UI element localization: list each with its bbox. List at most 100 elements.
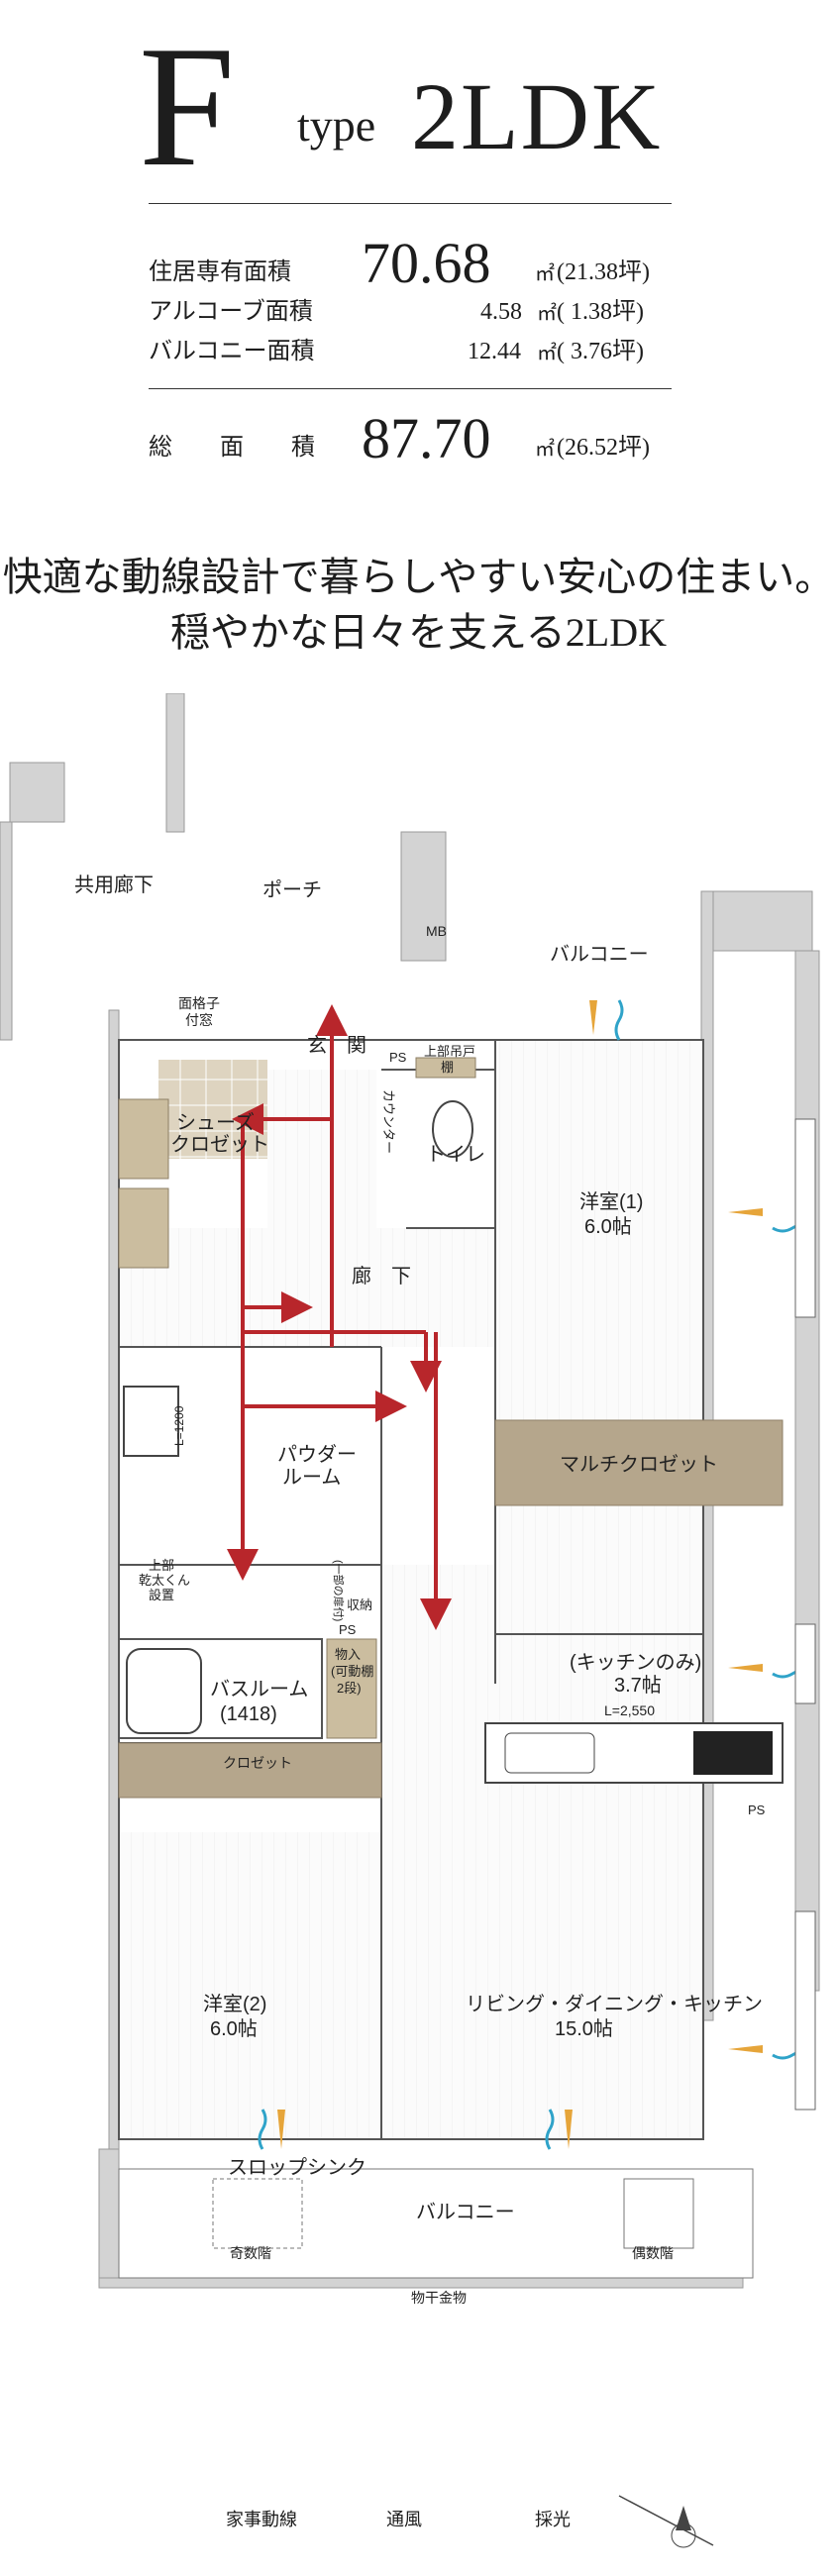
label-storage-small: 収納 — [347, 1597, 372, 1612]
label-toilet: トイレ — [426, 1144, 485, 1166]
odd-floor-hatch — [212, 2178, 303, 2249]
label-dryer-1: 上部 — [149, 1558, 174, 1573]
label-kitchen-1: (キッチンのみ) — [570, 1652, 701, 1674]
label-storeroom-3: 2段) — [337, 1681, 362, 1696]
total-label: 総 面 積 — [149, 434, 315, 461]
label-closet: クロゼット — [223, 1755, 292, 1771]
multi-closet-fill — [494, 1419, 784, 1506]
light-markers — [277, 1000, 763, 2149]
label-dryer-2: 乾太くん — [139, 1573, 190, 1588]
total-unit: ㎡ — [535, 439, 555, 461]
area-row-alcove: アルコーブ面積 4.58 ㎡ ( 1.38坪) — [149, 292, 674, 332]
area-row-private: 住居専有面積 70.68 ㎡ (21.38坪) — [149, 233, 674, 292]
shelf1-fill — [118, 1098, 169, 1180]
shelf2-fill — [118, 1187, 169, 1269]
label-counter: カウンター — [381, 1089, 396, 1154]
label-ps-b: PS — [748, 1803, 766, 1817]
label-porch: ポーチ — [262, 878, 322, 901]
bathtub — [126, 1648, 202, 1734]
header-divider — [149, 203, 672, 204]
label-multi-closet: マルチクロゼット — [560, 1453, 718, 1476]
label-mb: MB — [426, 923, 447, 939]
area-value: 12.44 — [468, 339, 521, 364]
window-right-3 — [794, 1910, 816, 2111]
label-bathroom-2: (1418) — [220, 1703, 277, 1725]
area-unit: ㎡ — [535, 263, 555, 285]
kitchen-stove — [693, 1731, 773, 1775]
label-grille-window-1: 面格子 — [178, 995, 220, 1011]
catchcopy-line2: 穏やかな日々を支える2LDK — [169, 610, 667, 655]
label-balcony-top: バルコニー — [550, 944, 649, 966]
legend-light-label: 採光 — [535, 2510, 571, 2529]
area-row-balcony: バルコニー面積 12.44 ㎡ ( 3.76坪) — [149, 332, 674, 371]
area-unit: ㎡ — [537, 343, 557, 364]
compass-icon — [618, 2495, 714, 2548]
type-word: type — [297, 100, 376, 151]
label-ps-c: PS — [339, 1622, 357, 1637]
storeroom-fill — [326, 1638, 377, 1739]
closet-fill — [118, 1742, 382, 1799]
label-hallway: 廊 下 — [352, 1265, 411, 1288]
area-tsubo: ( 1.38坪) — [557, 299, 644, 325]
label-entrance: 玄 関 — [307, 1034, 366, 1057]
legend-route-label: 家事動線 — [226, 2510, 297, 2529]
label-storeroom-2: (可動棚 — [331, 1664, 373, 1679]
label-upper-cabinet-2: 棚 — [441, 1060, 454, 1075]
label-upper-cabinet-1: 上部吊戸 — [424, 1044, 475, 1059]
label-slop-sink: スロップシンク — [228, 2156, 366, 2179]
label-grille-window-2: 付窓 — [185, 1012, 213, 1028]
label-l1200: L=1200 — [172, 1405, 186, 1446]
label-ldk-name: リビング・ダイニング・キッチン — [466, 1993, 763, 2015]
label-powder-1: パウダー — [277, 1443, 357, 1466]
washbasin — [123, 1386, 179, 1457]
label-kitchen-len: L=2,550 — [604, 1702, 655, 1718]
label-western2-size: 6.0帖 — [210, 2017, 258, 2040]
label-dryer-3: 設置 — [149, 1588, 174, 1602]
label-western1-name: 洋室(1) — [579, 1190, 643, 1213]
area-row-total: 総 面 積 87.70 ㎡ (26.52坪) — [149, 406, 674, 467]
label-bathroom-1: バスルーム — [210, 1679, 308, 1700]
area-value: 4.58 — [480, 299, 522, 325]
label-shoes-closet-1: シューズ — [176, 1111, 255, 1134]
area-value: 70.68 — [362, 231, 491, 295]
label-ldk-size: 15.0帖 — [555, 2017, 613, 2040]
route-lines — [227, 1004, 452, 1630]
total-value: 87.70 — [362, 406, 491, 470]
window-right-1 — [794, 1118, 816, 1318]
label-laundry-rack: 物干金物 — [411, 2290, 467, 2306]
area-tsubo: ( 3.76坪) — [557, 339, 644, 364]
layout-name: 2LDK — [411, 63, 663, 169]
label-odd-floor: 奇数階 — [230, 2245, 271, 2261]
area-tsubo: (21.38坪) — [557, 259, 650, 285]
label-common-corridor: 共用廊下 — [74, 874, 154, 896]
label-balcony-bottom: バルコニー — [416, 2202, 515, 2223]
label-storeroom-1: 物入 — [335, 1647, 361, 1662]
label-powder-2: ルーム — [282, 1467, 341, 1489]
area-label: アルコーブ面積 — [149, 298, 313, 325]
area-unit: ㎡ — [537, 303, 557, 325]
label-shoes-closet-2: クロゼット — [170, 1133, 269, 1156]
western2-floor — [119, 1832, 381, 2139]
balcony-bottom-box — [118, 2168, 754, 2279]
label-partial-door: (一部の扉付) — [332, 1560, 346, 1621]
type-letter: F — [139, 10, 236, 202]
area-label: 住居専有面積 — [149, 258, 291, 285]
window-right-2 — [794, 1623, 816, 1704]
even-floor-hatch — [623, 2178, 694, 2249]
label-even-floor: 偶数階 — [632, 2245, 674, 2261]
floor-plan: 共用廊下 ポーチ MB バルコニー 面格子 付窓 玄 関 PS 上部吊戸 棚 カ… — [0, 693, 820, 2306]
hallway-floor — [119, 1228, 495, 1347]
label-western2-name: 洋室(2) — [203, 1993, 266, 2015]
western1-floor — [495, 1040, 703, 1634]
area-label: バルコニー面積 — [149, 338, 315, 364]
kitchen-sink — [504, 1732, 595, 1774]
catchcopy-line1: 快適な動線設計で暮らしやすい安心の住まい。 — [2, 555, 835, 599]
total-tsubo: (26.52坪) — [557, 435, 650, 461]
label-western1-size: 6.0帖 — [584, 1215, 632, 1238]
upper-cabinet-fill — [415, 1057, 476, 1079]
label-kitchen-2: 3.7帖 — [614, 1674, 662, 1697]
toilet-bowl — [432, 1100, 473, 1158]
label-ps-a: PS — [389, 1050, 407, 1065]
legend-wind-label: 通風 — [386, 2510, 422, 2529]
ldk-floor — [381, 1565, 703, 2139]
